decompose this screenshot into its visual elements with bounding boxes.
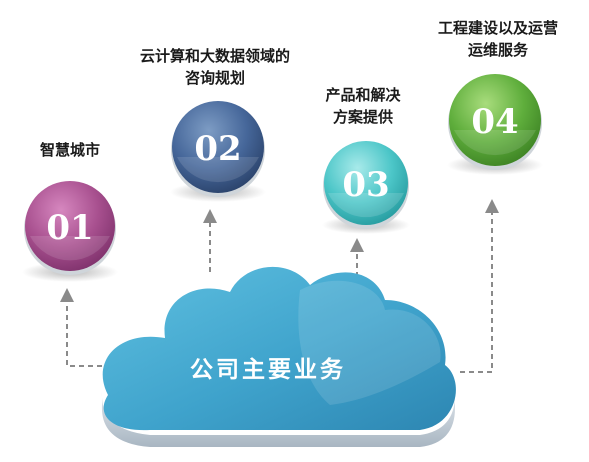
circle-03-number: 03 [342,165,389,205]
cloud: 公司主要业务 [101,266,456,447]
label-04-line1: 工程建设以及运营 [437,19,558,37]
label-03: 产品和解决 方案提供 [308,84,418,128]
label-03-line2: 方案提供 [332,108,393,126]
cloud-highlight [298,280,441,405]
cloud-body [102,266,456,431]
cloud-title: 公司主要业务 [190,357,346,383]
cloud-base [101,392,455,447]
connector-01 [60,288,120,367]
circle-01: 01 [22,181,118,282]
circle-02-number: 02 [194,129,241,169]
circle-01-number: 01 [46,208,93,248]
circle-04: 04 [447,74,543,175]
label-01: 智慧城市 [28,139,112,161]
connector-04 [460,199,499,373]
circle-03: 03 [322,141,410,234]
label-04-line2: 运维服务 [467,41,528,59]
circle-02: 02 [170,101,266,202]
label-02-line2: 咨询规划 [184,69,245,87]
label-02-line1: 云计算和大数据领域的 [139,47,290,65]
label-01-text: 智慧城市 [39,141,100,159]
label-02: 云计算和大数据领域的 咨询规划 [110,45,320,89]
label-04: 工程建设以及运营 运维服务 [418,17,578,61]
label-03-line1: 产品和解决 [325,86,401,104]
circle-04-number: 04 [471,102,518,142]
